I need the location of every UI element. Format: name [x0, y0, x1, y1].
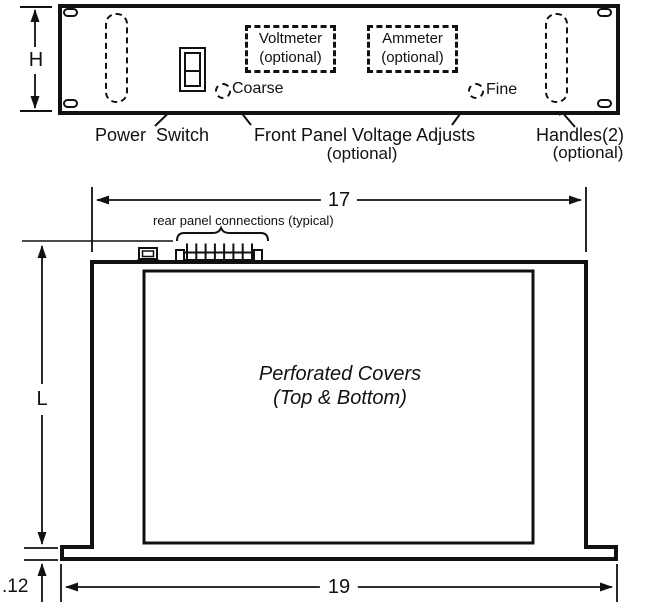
fine-adjust-knob — [468, 83, 484, 99]
ammeter-label: Ammeter — [382, 30, 443, 48]
perforated-cover — [142, 269, 535, 545]
screw-hole-top-left — [63, 8, 78, 17]
coarse-label: Coarse — [232, 80, 284, 97]
dimension-h-label: H — [24, 47, 48, 74]
dimension-19-lines — [60, 564, 618, 602]
voltmeter-box: Voltmeter (optional) — [245, 25, 336, 73]
perforated-cover-line2: (Top & Bottom) — [273, 387, 407, 409]
rear-terminal-strip — [175, 243, 263, 262]
screw-hole-bottom-left — [63, 99, 78, 108]
handle-cutout-right — [545, 13, 568, 103]
dimension-h-lines — [20, 6, 52, 112]
voltage-adjusts-optional-label: (optional) — [326, 144, 398, 163]
handle-cutout-left — [105, 13, 128, 103]
screw-hole-bottom-right — [597, 99, 612, 108]
dimension-012-label: .12 — [2, 576, 29, 598]
fine-label: Fine — [486, 81, 518, 98]
handles-optional-label: (optional) — [552, 143, 624, 162]
power-switch-rocker — [184, 52, 201, 87]
power-switch — [179, 47, 206, 92]
rear-connections-label: rear panel connections (typical) — [153, 213, 334, 228]
dimension-19-label: 19 — [319, 576, 359, 599]
power-switch-divider — [186, 69, 199, 72]
ammeter-optional-label: (optional) — [381, 49, 444, 66]
rear-power-inlet — [137, 247, 159, 263]
handles-label: Handles(2) — [536, 125, 625, 145]
dimension-l-label: L — [33, 384, 51, 415]
voltage-adjusts-label: Front Panel Voltage Adjusts — [254, 125, 476, 145]
coarse-adjust-knob — [215, 83, 231, 99]
dimension-17-label: 17 — [320, 189, 358, 212]
voltmeter-label: Voltmeter — [258, 30, 323, 48]
brace — [176, 225, 269, 242]
screw-hole-top-right — [597, 8, 612, 17]
voltmeter-optional-label: (optional) — [259, 49, 322, 66]
perforated-cover-label: Perforated Covers (Top & Bottom) — [259, 362, 421, 410]
perforated-cover-line1: Perforated Covers — [258, 363, 422, 385]
ammeter-box: Ammeter (optional) — [367, 25, 458, 73]
front-panel — [58, 4, 620, 115]
power-switch-label: Power Switch — [95, 125, 210, 145]
dimension-l-lines — [22, 240, 173, 561]
